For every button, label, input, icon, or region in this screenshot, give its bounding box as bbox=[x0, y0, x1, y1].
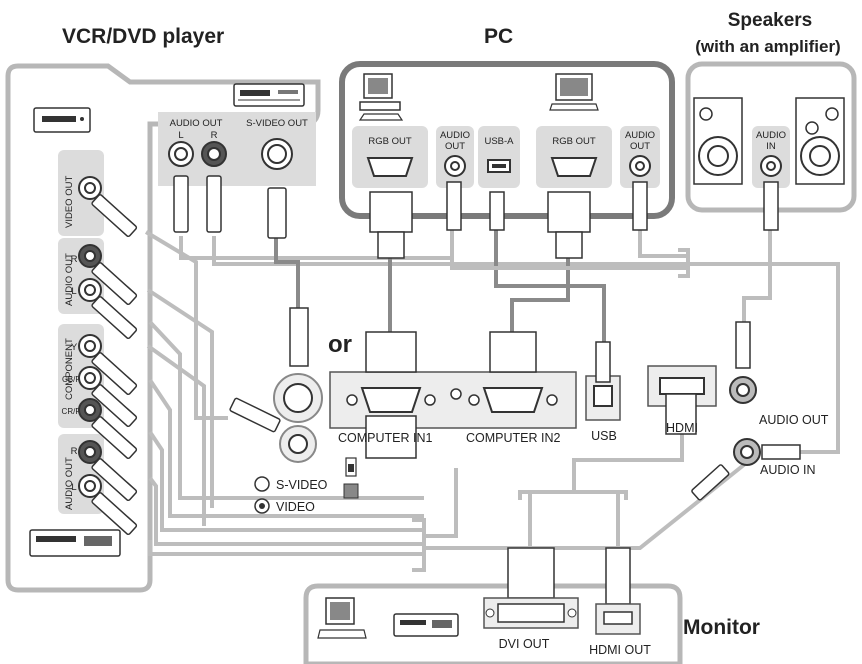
label-side-cr: CR/PR bbox=[62, 407, 87, 416]
cable-pc-audio2 bbox=[638, 228, 688, 258]
label-vcr-video-out: VIDEO OUT bbox=[64, 176, 75, 228]
label-audio-out: AUDIO OUT bbox=[759, 413, 829, 427]
vcr-title: VCR/DVD player bbox=[62, 25, 224, 48]
label-computer-in2: COMPUTER IN2 bbox=[466, 431, 561, 445]
cable-hdmi bbox=[572, 430, 684, 492]
cable-vcr-audio-r bbox=[212, 236, 688, 266]
label-dvi-out: DVI OUT bbox=[499, 637, 550, 651]
cable-pc-audio1 bbox=[450, 228, 688, 270]
vcr-audio-r-jack bbox=[201, 141, 227, 167]
vcr-audio-l-jack bbox=[168, 141, 194, 167]
label-vcr-svideo-out: S-VIDEO OUT bbox=[246, 118, 308, 129]
desktop-pc-icon bbox=[358, 73, 404, 121]
pc-port-shapes bbox=[366, 155, 782, 177]
computer-in1-port bbox=[346, 331, 436, 459]
cable-speaker bbox=[742, 230, 772, 322]
cable-bracket-to-computer bbox=[424, 468, 458, 538]
cable-audio2-1 bbox=[148, 476, 424, 546]
label-hdmi: HDMI bbox=[666, 421, 698, 435]
cable-bracket-to-audioin bbox=[688, 262, 840, 454]
label-pc1-rgb-out: RGB OUT bbox=[368, 136, 411, 147]
panel-screw-icon bbox=[450, 388, 462, 400]
label-speaker-audio-line2: IN bbox=[766, 141, 776, 152]
cable-audio-mid-1 bbox=[146, 288, 214, 508]
kensington-lock-icon bbox=[343, 457, 359, 499]
monitor-vcr-icon bbox=[393, 613, 459, 637]
laptop-pc-icon bbox=[549, 73, 599, 111]
speaker-right-icon bbox=[795, 97, 845, 185]
or-label: or bbox=[328, 331, 352, 358]
cable-component-2 bbox=[148, 378, 424, 518]
bracket-monitor bbox=[518, 490, 628, 500]
vcr-side-plugs bbox=[91, 194, 138, 536]
projector-audio-out-jack bbox=[729, 321, 757, 404]
label-pc2-audio-line2: OUT bbox=[630, 141, 650, 152]
label-pc2-audio-line1: AUDIO bbox=[625, 130, 655, 141]
vcr-side-labels: VIDEO OUT AUDIO OUT COMPONENT AUDIO OUT bbox=[64, 176, 75, 510]
hdmi-port bbox=[647, 365, 717, 435]
label-vcr-l: L bbox=[178, 130, 183, 141]
cable-usb bbox=[494, 230, 606, 346]
monitor-title: Monitor bbox=[683, 616, 760, 639]
label-vcr-audio-out-side2: AUDIO OUT bbox=[64, 457, 75, 510]
pc-plugs bbox=[369, 181, 779, 259]
label-side-y: Y bbox=[71, 342, 78, 353]
vcr-top-plugs bbox=[173, 175, 287, 239]
speakers-title: Speakers bbox=[728, 10, 813, 31]
pc-title: PC bbox=[484, 25, 513, 48]
dvd-device-bottom-icon bbox=[29, 529, 121, 557]
label-vcr-audio-out-side: AUDIO OUT bbox=[64, 253, 75, 306]
vcr-device-left-icon bbox=[33, 107, 91, 133]
cable-component-1 bbox=[148, 320, 424, 500]
label-usb: USB bbox=[591, 429, 617, 443]
cable-rgb2 bbox=[510, 256, 570, 332]
label-side-r2: R bbox=[71, 446, 78, 457]
monitor-pc-icon bbox=[317, 597, 367, 639]
vcr-svideo-jack bbox=[261, 138, 293, 170]
label-side-l: L bbox=[71, 286, 76, 297]
vcr-side-jacks bbox=[78, 176, 102, 498]
cable-audio2-2 bbox=[148, 540, 424, 556]
usb-b-port bbox=[585, 341, 621, 421]
cable-component-3 bbox=[148, 430, 424, 532]
label-vcr-component: COMPONENT bbox=[64, 338, 75, 400]
label-pc1-audio-line1: AUDIO bbox=[440, 130, 470, 141]
speaker-left-icon bbox=[693, 97, 743, 185]
computer-in2-port bbox=[468, 331, 558, 413]
label-video: VIDEO bbox=[276, 500, 315, 514]
bracket-left bbox=[412, 518, 426, 572]
label-audio-in: AUDIO IN bbox=[760, 463, 816, 477]
projector-audio-in-jack bbox=[691, 438, 801, 501]
label-side-cb: CB/PB bbox=[62, 375, 86, 384]
label-s-video: S-VIDEO bbox=[276, 478, 328, 492]
cable-audio-mid-2 bbox=[146, 344, 206, 526]
label-speaker-audio-line1: AUDIO bbox=[756, 130, 786, 141]
monitor-dvi-port bbox=[483, 547, 579, 629]
label-vcr-audio-out-top: AUDIO OUT bbox=[170, 118, 223, 129]
label-hdmi-out: HDMI OUT bbox=[589, 643, 651, 657]
projector-svideo-jack bbox=[229, 307, 323, 463]
label-side-l2: L bbox=[71, 482, 76, 493]
label-computer-in1: COMPUTER IN1 bbox=[338, 431, 433, 445]
label-pc1-audio-line2: OUT bbox=[445, 141, 465, 152]
cable-layer bbox=[144, 228, 840, 572]
label-pc2-rgb-out: RGB OUT bbox=[552, 136, 595, 147]
label-pc1-usb-a: USB-A bbox=[484, 136, 514, 147]
label-vcr-r: R bbox=[211, 130, 218, 141]
vcr-device-icon bbox=[233, 83, 305, 107]
label-side-r: R bbox=[71, 254, 78, 265]
cable-svideo bbox=[274, 236, 300, 308]
cable-to-monitor-line bbox=[424, 450, 762, 550]
monitor-hdmi-port bbox=[595, 547, 641, 635]
speakers-subtitle: (with an amplifier) bbox=[695, 37, 840, 56]
svideo-legend-icon bbox=[254, 476, 270, 514]
